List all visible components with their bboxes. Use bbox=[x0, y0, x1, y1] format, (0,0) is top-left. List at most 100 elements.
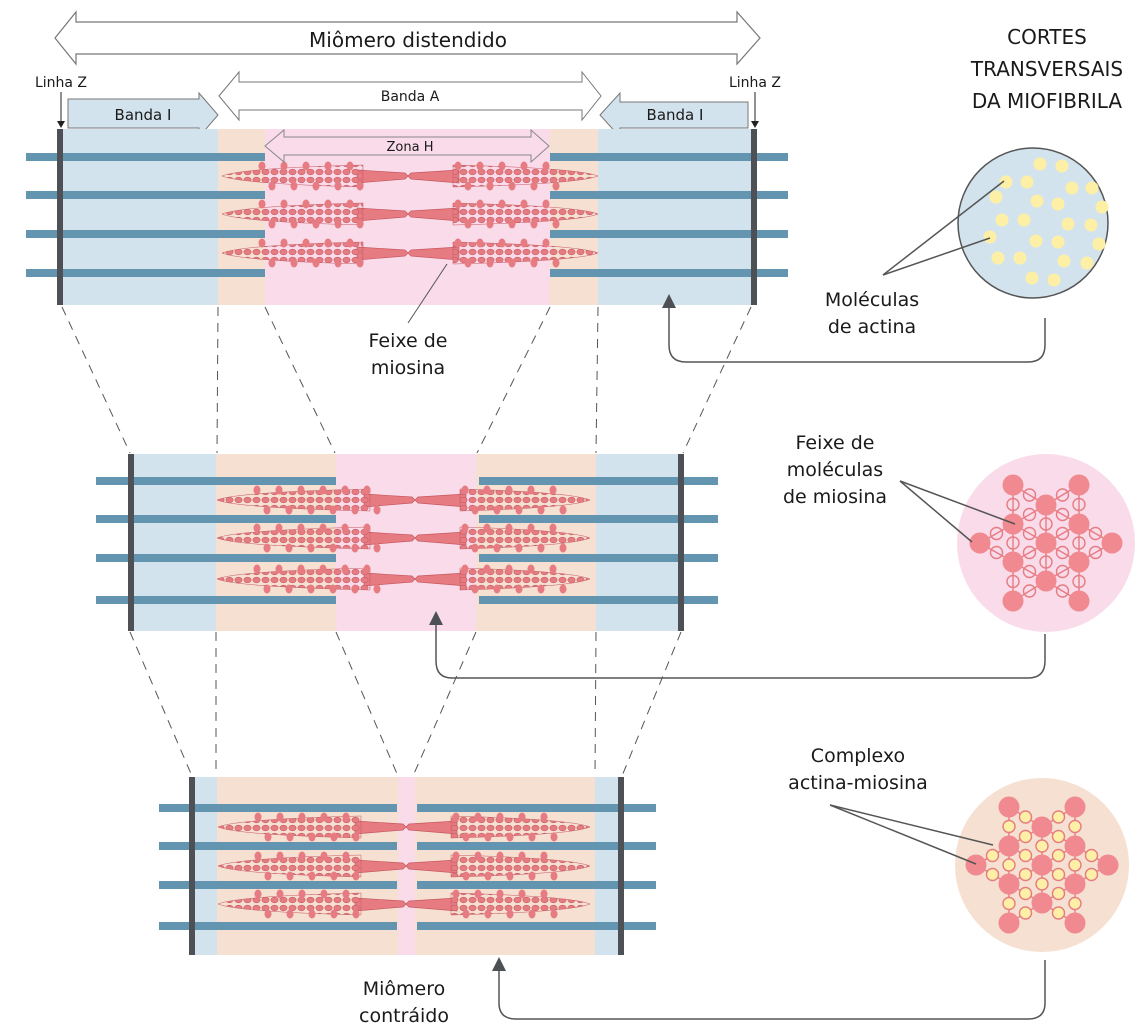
z-line-right bbox=[678, 454, 684, 631]
myosin-heads bbox=[452, 241, 599, 265]
myosin-head bbox=[508, 181, 516, 191]
myosin-head bbox=[276, 851, 284, 861]
myosin-head bbox=[342, 812, 350, 822]
myosin-molecule bbox=[1064, 912, 1086, 934]
actin-filament bbox=[26, 269, 265, 277]
myosin-head bbox=[342, 851, 350, 861]
myosin-molecule bbox=[1002, 551, 1024, 573]
myosin-head bbox=[550, 832, 558, 842]
myosin-head bbox=[280, 199, 288, 209]
z-line-right bbox=[751, 129, 757, 305]
myosin-head bbox=[454, 238, 462, 248]
myosin-molecule bbox=[1031, 816, 1053, 838]
myosin-head bbox=[493, 505, 501, 515]
myosin-head bbox=[506, 832, 514, 842]
myosin-heads bbox=[221, 241, 364, 265]
actin-filaments bbox=[159, 804, 656, 930]
myosin-head bbox=[474, 851, 482, 861]
myosin-head bbox=[352, 871, 360, 881]
myosin-head bbox=[268, 258, 276, 268]
actin-site bbox=[1055, 507, 1070, 522]
myosin-filaments bbox=[217, 812, 591, 919]
myosin-head bbox=[518, 889, 526, 899]
actin-molecule bbox=[1068, 819, 1082, 834]
myosin-head bbox=[505, 523, 513, 533]
complex-label-line2: actina-miosina bbox=[788, 772, 928, 794]
banda-a-arrow: Banda A bbox=[218, 70, 602, 122]
myosin-head bbox=[351, 584, 359, 594]
myosin-label-line1: Feixe de bbox=[796, 432, 875, 454]
myosin-head bbox=[515, 505, 523, 515]
myosin-label-pointers bbox=[899, 480, 1016, 543]
myosin-head bbox=[528, 832, 536, 842]
myosin-molecule bbox=[1031, 892, 1053, 914]
actin-site bbox=[1022, 545, 1037, 560]
myosin-head bbox=[498, 199, 506, 209]
actin-myosin-network bbox=[965, 796, 1119, 934]
z-line-left bbox=[57, 129, 63, 305]
actin-site bbox=[1022, 584, 1037, 598]
myosin-head bbox=[471, 505, 479, 515]
myosin-head bbox=[550, 909, 558, 919]
myosin-head bbox=[373, 584, 381, 594]
actin-filament bbox=[26, 191, 265, 199]
actin-molecule bbox=[1033, 157, 1047, 171]
myosin-head bbox=[351, 543, 359, 553]
myosin-head bbox=[290, 258, 298, 268]
actin-site bbox=[1022, 507, 1037, 522]
actin-site bbox=[1039, 517, 1053, 531]
actin-site bbox=[1055, 584, 1070, 598]
myosin-heads bbox=[221, 164, 364, 188]
actin-label-pointers bbox=[882, 180, 1005, 276]
myosin-molecule bbox=[998, 835, 1020, 857]
myosin-head bbox=[253, 564, 261, 574]
myosin-heads bbox=[452, 202, 599, 226]
myosin-heads bbox=[459, 567, 591, 591]
actin-molecule bbox=[1068, 896, 1082, 911]
myosin-head bbox=[324, 161, 332, 171]
myosin-molecule bbox=[1064, 796, 1086, 818]
myosin-head bbox=[341, 523, 349, 533]
myosin-head bbox=[286, 832, 294, 842]
actin-site bbox=[1055, 526, 1070, 541]
myosin-head bbox=[307, 543, 315, 553]
myosin-head bbox=[549, 485, 557, 495]
myosin-head bbox=[308, 871, 316, 881]
myosin-head bbox=[464, 258, 472, 268]
actin-molecule bbox=[985, 848, 1000, 863]
myosin-head bbox=[559, 505, 567, 515]
actin-site bbox=[1072, 497, 1086, 512]
myosin-head bbox=[506, 909, 514, 919]
myosin-head bbox=[552, 181, 560, 191]
myosin-head bbox=[452, 851, 460, 861]
myosin-head bbox=[352, 909, 360, 919]
feixe-miosina-label-line2: miosina bbox=[371, 357, 445, 379]
actin-molecule bbox=[1002, 858, 1016, 872]
myosin-molecule bbox=[969, 532, 991, 554]
sarcomere-contraido bbox=[159, 777, 656, 955]
myosin-head bbox=[505, 485, 513, 495]
myosin-head bbox=[341, 564, 349, 574]
myosin-heads bbox=[452, 164, 599, 188]
myosin-head bbox=[330, 909, 338, 919]
myosin-head bbox=[498, 161, 506, 171]
myosin-head bbox=[462, 909, 470, 919]
actin-filament bbox=[550, 230, 788, 238]
linha-z-right-label: Linha Z bbox=[729, 75, 781, 91]
myosin-head bbox=[373, 543, 381, 553]
myosin-head bbox=[476, 238, 484, 248]
actin-molecule bbox=[1051, 886, 1066, 901]
myosin-head bbox=[483, 564, 491, 574]
feixe-miosina-pointer bbox=[407, 263, 448, 324]
myosin-head bbox=[312, 181, 320, 191]
actin-site bbox=[989, 526, 1004, 541]
actin-filament bbox=[159, 804, 397, 812]
myosin-head bbox=[471, 543, 479, 553]
myosin-molecule bbox=[965, 854, 987, 876]
title-line2: TRANSVERSAIS bbox=[970, 57, 1123, 81]
actin-site bbox=[1072, 536, 1086, 550]
actin-molecule bbox=[1051, 867, 1066, 882]
return-arrow-3 bbox=[498, 960, 1046, 1020]
actin-filament bbox=[159, 842, 397, 850]
